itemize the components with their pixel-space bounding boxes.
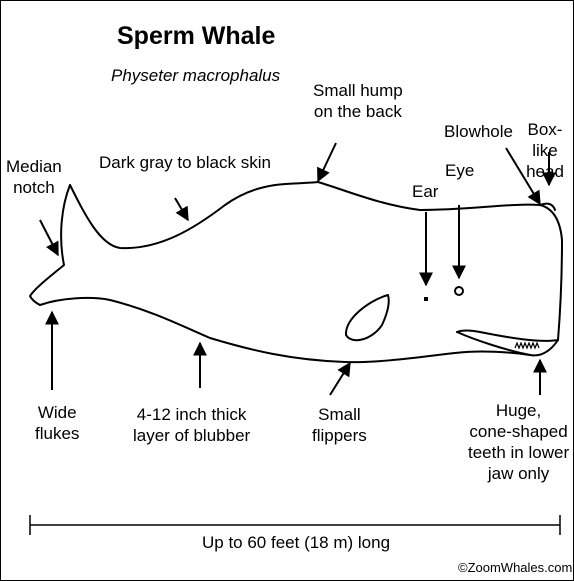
label-flippers: Small flippers (312, 404, 367, 446)
label-head: Box-like head (516, 119, 574, 182)
ear-mark (424, 297, 428, 301)
arrow-hump (318, 143, 336, 181)
arrow-flippers (330, 363, 350, 395)
label-hump: Small hump on the back (313, 80, 403, 122)
scientific-name: Physeter macrophalus (111, 66, 280, 86)
whale-tail-flukes (30, 185, 70, 305)
whale-back-outline (70, 182, 562, 341)
label-ear: Ear (412, 181, 438, 202)
arrow-skin (175, 198, 188, 220)
label-blubber: 4-12 inch thick layer of blubber (133, 404, 250, 446)
copyright: ©ZoomWhales.com (458, 560, 572, 575)
label-blowhole: Blowhole (444, 121, 513, 142)
whale-flipper (346, 295, 389, 340)
page-title: Sperm Whale (117, 22, 275, 51)
label-eye: Eye (445, 160, 474, 181)
length-caption: Up to 60 feet (18 m) long (202, 532, 390, 553)
eye-mark (455, 287, 463, 295)
label-teeth: Huge, cone-shaped teeth in lower jaw onl… (468, 400, 569, 484)
whale-belly-outline (40, 298, 558, 362)
label-skin: Dark gray to black skin (99, 152, 271, 173)
teeth-row (515, 343, 539, 348)
label-flukes: Wide flukes (35, 402, 79, 444)
label-median-notch: Median notch (6, 156, 62, 198)
arrow-median-notch (40, 220, 58, 255)
